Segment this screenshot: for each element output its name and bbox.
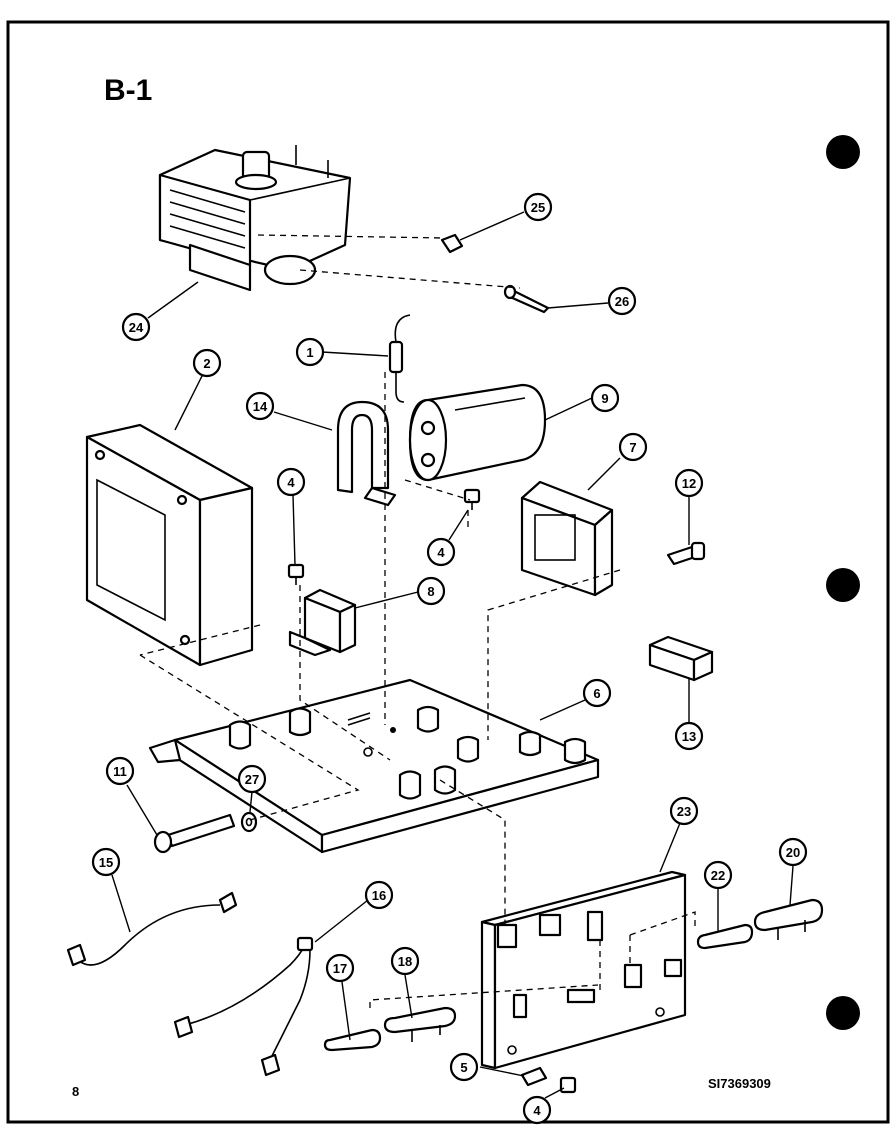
thermal-cutout-17-part [323,1028,382,1052]
svg-text:22: 22 [711,868,725,883]
callout-7: 7 [618,432,648,462]
thermal-cutout-20-part [753,898,824,940]
screw-4a-part [287,563,305,585]
svg-text:25: 25 [531,200,545,215]
thermal-cutout-18-part [383,1006,457,1042]
binder-hole [826,996,860,1030]
callout-1: 1 [295,337,325,367]
callout-4b: 4 [426,537,456,567]
svg-text:4: 4 [437,545,445,560]
svg-text:26: 26 [615,294,629,309]
binder-hole [826,135,860,169]
drawing-code: SI7369309 [708,1076,771,1091]
svg-text:8: 8 [427,584,434,599]
svg-text:14: 14 [253,399,268,414]
svg-text:4: 4 [533,1103,541,1118]
screw-4c-part [559,1076,577,1094]
svg-text:13: 13 [682,729,696,744]
alignment-lines [139,234,696,1008]
callout-13: 13 [674,721,704,751]
callout-9: 9 [590,383,620,413]
page-border [6,20,890,1124]
fuse-part [648,635,714,682]
callout-18: 18 [390,946,420,976]
page-number: 8 [72,1084,79,1099]
svg-text:15: 15 [99,855,113,870]
clip-part [520,1066,548,1087]
transformer-part [85,423,254,667]
svg-text:9: 9 [601,391,608,406]
callout-22: 22 [703,860,733,890]
terminal-block-part [288,588,357,657]
svg-text:4: 4 [287,475,295,490]
svg-text:6: 6 [593,686,600,701]
callout-8: 8 [416,576,446,606]
callout-4a: 4 [276,467,306,497]
svg-text:16: 16 [372,888,386,903]
leader-lines [111,211,794,1099]
washer-part [240,811,258,833]
screw-4b-part [463,488,481,510]
callout-12: 12 [674,468,704,498]
callout-16: 16 [364,880,394,910]
choke-coil-part [520,480,614,597]
base-plate-part [148,678,600,854]
svg-text:20: 20 [786,845,800,860]
svg-text:17: 17 [333,961,347,976]
diode-part [388,314,411,403]
switch-mounting-plate-part [480,870,687,1070]
callout-5: 5 [449,1052,479,1082]
svg-text:5: 5 [460,1060,467,1075]
callout-20: 20 [778,837,808,867]
svg-text:7: 7 [629,440,636,455]
svg-text:11: 11 [113,764,127,779]
svg-text:23: 23 [677,804,691,819]
callout-15: 15 [91,847,121,877]
svg-text:1: 1 [306,345,313,360]
screw-12-part [666,541,706,566]
callout-2: 2 [192,348,222,378]
svg-text:18: 18 [398,954,412,969]
callout-26: 26 [607,286,637,316]
callout-17: 17 [325,953,355,983]
magnetron-part [158,145,352,292]
callout-27: 27 [237,764,267,794]
wire-harness-15-part [66,891,238,967]
callout-23: 23 [669,796,699,826]
capacitor-bracket-part [336,400,397,507]
callout-4c: 4 [522,1095,552,1125]
callout-14: 14 [245,391,275,421]
diagram-title: B-1 [104,74,152,107]
callout-25: 25 [523,192,553,222]
bolt-part [153,813,236,854]
svg-text:24: 24 [129,320,144,335]
svg-text:12: 12 [682,476,696,491]
callout-6: 6 [582,678,612,708]
nut-25-part [440,233,464,254]
svg-text:2: 2 [203,356,210,371]
screw-26-part [503,284,550,314]
binder-hole [826,568,860,602]
callout-24: 24 [121,312,151,342]
wire-harness-16-part [173,936,314,1077]
svg-text:27: 27 [245,772,259,787]
high-voltage-capacitor-part [408,383,547,482]
callout-11: 11 [105,756,135,786]
thermal-cutout-22-part [696,923,754,950]
